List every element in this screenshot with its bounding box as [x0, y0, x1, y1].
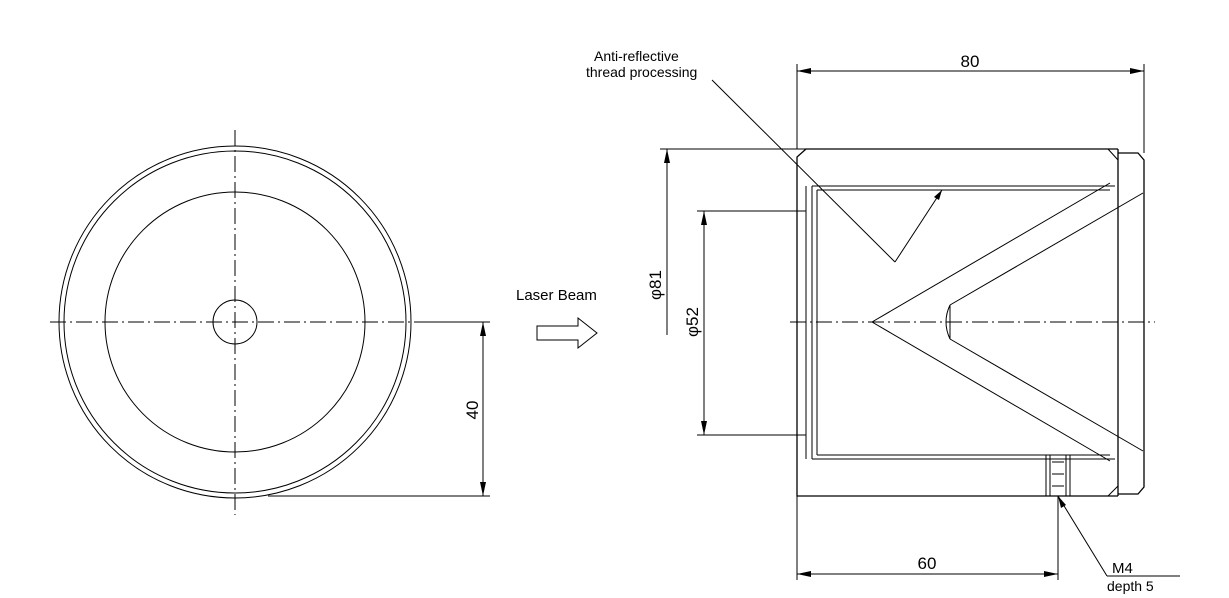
side-view	[790, 148, 1155, 497]
laser-beam-arrow-icon	[536, 316, 598, 350]
dimension-52-label: φ52	[683, 307, 702, 337]
arrow-60-left	[797, 571, 811, 577]
arrow-60-right	[1044, 571, 1058, 577]
laser-beam-label: Laser Beam	[516, 287, 597, 304]
arrow-52-bottom	[701, 421, 707, 435]
front-view	[50, 130, 420, 515]
leader-arrow	[934, 190, 942, 200]
anti-reflective-label-line1: Anti-reflective	[594, 48, 679, 64]
arrow-up	[480, 322, 486, 336]
dimension-total-length: 80	[796, 52, 1145, 153]
dimension-80-label: 80	[961, 52, 980, 71]
arrow-80-left	[797, 68, 811, 74]
dimension-radius-label: 40	[463, 401, 482, 420]
cone-outer-lower	[871, 321, 1111, 462]
anti-reflective-label-line2: thread processing	[586, 64, 697, 80]
dimension-outer-diameter: φ81	[646, 148, 806, 335]
dimension-inner-diameter: φ52	[683, 210, 797, 436]
m4-leader-line	[1057, 495, 1108, 577]
dimension-radius: 40	[268, 321, 490, 497]
dimension-hole-position: 60	[796, 496, 1059, 580]
m4-callout: M4 depth 5	[1057, 495, 1180, 594]
m4-depth-label: depth 5	[1107, 578, 1154, 594]
m4-label: M4	[1112, 560, 1133, 577]
anti-reflective-callout: Anti-reflective thread processing	[586, 48, 943, 263]
cone-outer-upper	[871, 182, 1111, 323]
dimension-81-label: φ81	[646, 270, 665, 300]
bottom-chamfer-line	[1107, 485, 1119, 497]
leader-line-a	[711, 79, 896, 263]
dimension-60-label: 60	[918, 554, 937, 573]
m4-leader-arrow	[1058, 496, 1066, 508]
right-cap-outline	[1118, 152, 1145, 495]
cone-inner-lower	[949, 338, 1144, 452]
arrow-down	[480, 482, 486, 496]
cone-inner-upper	[949, 192, 1144, 306]
arrow-52-top	[701, 211, 707, 225]
leader-line-b	[894, 189, 943, 263]
top-chamfer-line	[1107, 148, 1119, 161]
outer-body-outline	[796, 148, 1118, 497]
m4-tapped-hole	[1045, 454, 1071, 497]
arrow-81-top	[664, 149, 670, 163]
arrow-80-right	[1130, 68, 1144, 74]
